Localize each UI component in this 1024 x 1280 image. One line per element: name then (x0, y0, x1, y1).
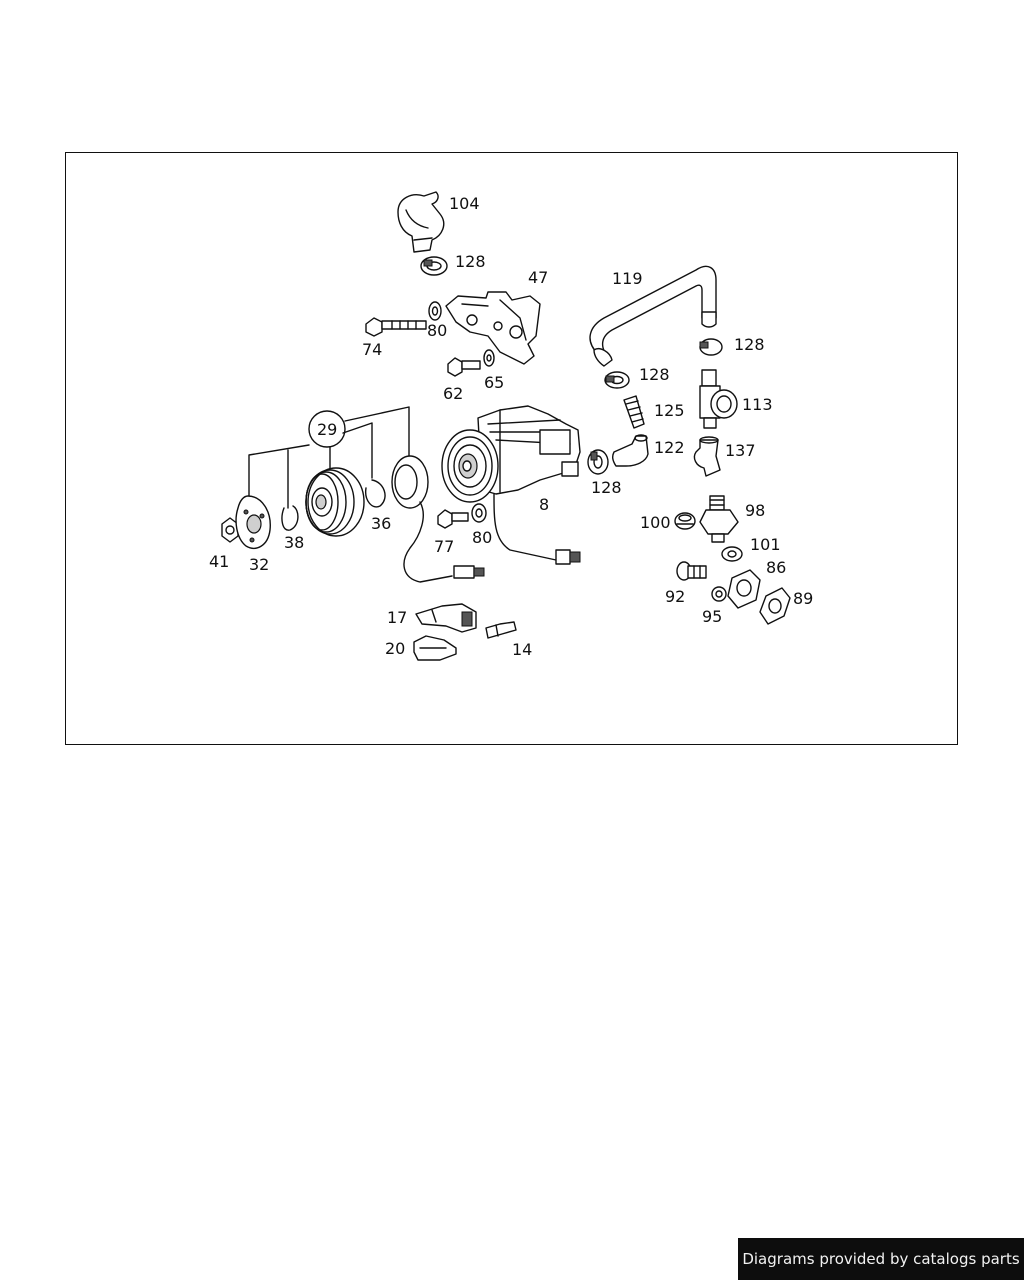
part-62-bolt[interactable] (447, 357, 481, 377)
part-86-flange[interactable] (727, 569, 761, 609)
part-122-elbow[interactable] (611, 434, 649, 467)
label-62: 62 (443, 384, 463, 403)
part-8-wire-connector[interactable] (493, 493, 581, 565)
part-100-plug[interactable] (674, 512, 696, 530)
part-137-t-fitting[interactable] (693, 436, 721, 477)
label-80: 80 (472, 528, 492, 547)
part-14-pin-terminal[interactable] (485, 621, 517, 639)
label-89: 89 (793, 589, 813, 608)
label-119: 119 (612, 269, 643, 288)
part-128-hose-clamp-lower[interactable] (587, 449, 609, 475)
part-29-pulley[interactable] (305, 467, 365, 537)
footer-credit: Diagrams provided by catalogs parts (738, 1238, 1024, 1280)
label-47: 47 (528, 268, 548, 287)
label-65: 65 (484, 373, 504, 392)
label-98: 98 (745, 501, 765, 520)
part-29-coil[interactable] (391, 455, 485, 583)
part-113-valve[interactable] (699, 369, 738, 429)
part-128-hose-clamp-right[interactable] (699, 338, 723, 356)
part-29-callout (248, 406, 410, 509)
label-100: 100 (640, 513, 671, 532)
part-125-connector[interactable] (623, 395, 645, 429)
label-104: 104 (449, 194, 480, 213)
label-128: 128 (591, 478, 622, 497)
label-17: 17 (387, 608, 407, 627)
label-41: 41 (209, 552, 229, 571)
label-77: 77 (434, 537, 454, 556)
part-74-bolt[interactable] (365, 317, 427, 337)
label-86: 86 (766, 558, 786, 577)
part-119-hose[interactable] (589, 265, 717, 367)
label-125: 125 (654, 401, 685, 420)
part-128-hose-clamp-top[interactable] (420, 256, 448, 276)
label-14: 14 (512, 640, 532, 659)
part-77-bolt[interactable] (437, 509, 469, 529)
part-89-gasket[interactable] (759, 587, 791, 625)
label-74: 74 (362, 340, 382, 359)
label-8: 8 (539, 495, 549, 514)
part-80-washer-top[interactable] (428, 301, 442, 321)
label-128: 128 (734, 335, 765, 354)
label-137: 137 (725, 441, 756, 460)
label-128: 128 (639, 365, 670, 384)
part-41-nut[interactable] (221, 517, 239, 543)
label-32: 32 (249, 555, 269, 574)
part-36-circlip[interactable] (365, 479, 386, 508)
label-36: 36 (371, 514, 391, 533)
label-113: 113 (742, 395, 773, 414)
part-38-snap-ring[interactable] (281, 505, 299, 531)
part-128-hose-clamp-mid[interactable] (604, 371, 630, 389)
part-65-washer[interactable] (483, 349, 495, 367)
callout-labels: 104 128 47 119 74 80 62 65 128 128 113 1… (209, 194, 813, 659)
label-101: 101 (750, 535, 781, 554)
label-20: 20 (385, 639, 405, 658)
part-95-washer[interactable] (711, 586, 727, 602)
label-95: 95 (702, 607, 722, 626)
part-104-hose-elbow[interactable] (397, 191, 445, 253)
part-32-clutch-plate[interactable] (235, 495, 271, 549)
part-98-fitting[interactable] (699, 495, 739, 543)
label-38: 38 (284, 533, 304, 552)
label-92: 92 (665, 587, 685, 606)
label-29: 29 (317, 420, 337, 439)
part-20-clip[interactable] (413, 635, 457, 661)
part-101-seal-ring[interactable] (721, 546, 743, 562)
part-17-connector-housing[interactable] (415, 603, 477, 633)
part-8-air-pump[interactable] (441, 405, 581, 503)
label-80: 80 (427, 321, 447, 340)
part-47-bracket[interactable] (445, 291, 541, 365)
label-128: 128 (455, 252, 486, 271)
part-80-washer-lower[interactable] (471, 503, 487, 523)
part-92-nipple[interactable] (676, 561, 707, 581)
label-122: 122 (654, 438, 685, 457)
